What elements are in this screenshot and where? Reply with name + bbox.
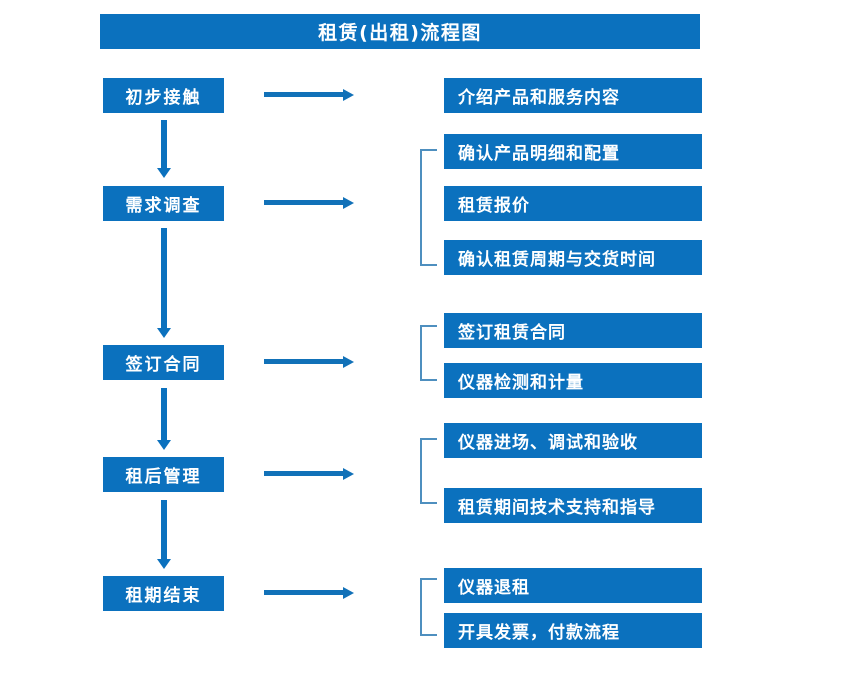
diagram-title: 租赁(出租)流程图 [100, 14, 700, 49]
vertical-arrow-icon-4 [157, 500, 171, 569]
stage-box-4[interactable]: 租后管理 [103, 457, 224, 492]
vertical-arrow-icon-2 [157, 228, 171, 338]
group-bracket-4 [420, 438, 437, 504]
horizontal-arrow-icon-3 [264, 356, 354, 368]
group-bracket-3 [420, 325, 437, 381]
group-bracket-2 [420, 149, 437, 266]
detail-box-7[interactable]: 仪器进场、调试和验收 [444, 423, 702, 458]
horizontal-arrow-icon-5 [264, 587, 354, 599]
stage-box-2[interactable]: 需求调查 [103, 186, 224, 221]
stage-box-5[interactable]: 租期结束 [103, 576, 224, 611]
horizontal-arrow-icon-2 [264, 197, 354, 209]
detail-box-3[interactable]: 租赁报价 [444, 186, 702, 221]
stage-box-1[interactable]: 初步接触 [103, 78, 224, 113]
detail-box-5[interactable]: 签订租赁合同 [444, 313, 702, 348]
detail-box-2[interactable]: 确认产品明细和配置 [444, 134, 702, 169]
detail-box-4[interactable]: 确认租赁周期与交货时间 [444, 240, 702, 275]
vertical-arrow-icon-1 [157, 120, 171, 178]
detail-box-8[interactable]: 租赁期间技术支持和指导 [444, 488, 702, 523]
stage-box-3[interactable]: 签订合同 [103, 345, 224, 380]
horizontal-arrow-icon-1 [264, 89, 354, 101]
group-bracket-5 [420, 578, 437, 636]
vertical-arrow-icon-3 [157, 388, 171, 450]
detail-box-1[interactable]: 介绍产品和服务内容 [444, 78, 702, 113]
horizontal-arrow-icon-4 [264, 468, 354, 480]
detail-box-6[interactable]: 仪器检测和计量 [444, 363, 702, 398]
detail-box-10[interactable]: 开具发票，付款流程 [444, 613, 702, 648]
detail-box-9[interactable]: 仪器退租 [444, 568, 702, 603]
